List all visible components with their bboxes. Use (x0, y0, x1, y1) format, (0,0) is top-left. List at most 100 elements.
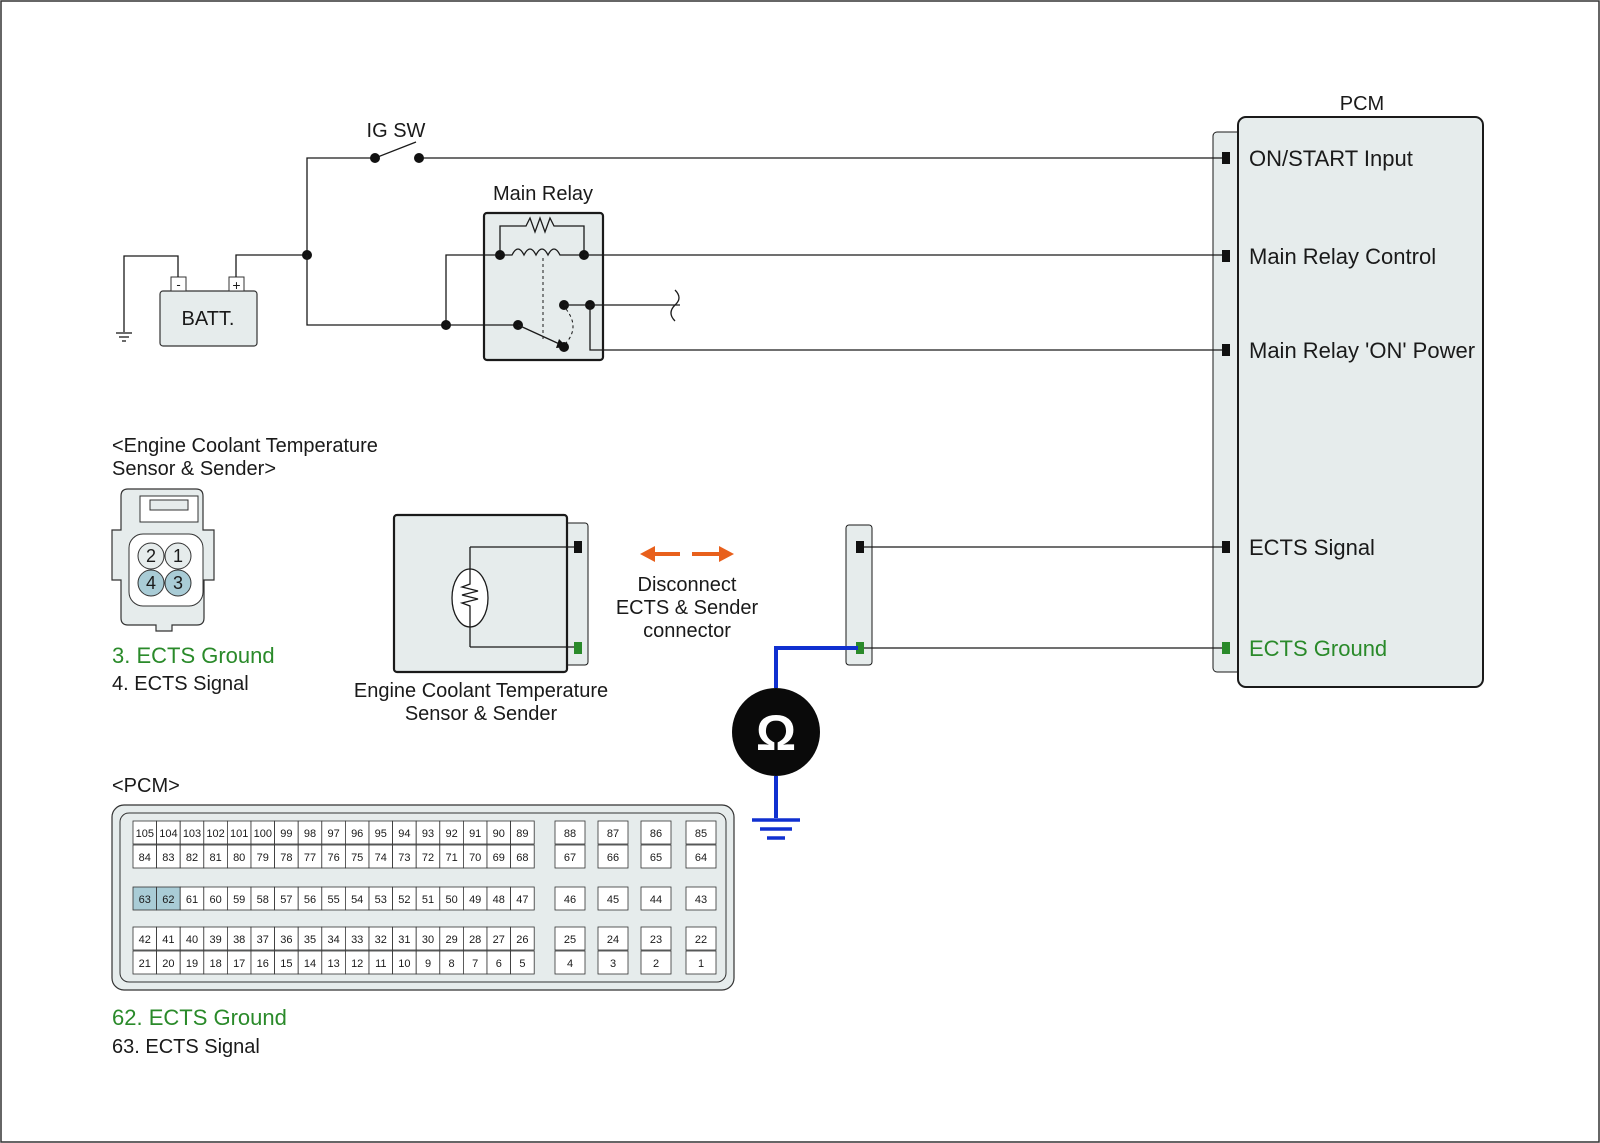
disconnect-text: Disconnect (638, 574, 737, 596)
arrow-left-icon (640, 546, 655, 562)
pcm-pin-number: 16 (257, 958, 269, 970)
ohmmeter-body (732, 688, 820, 776)
pcm-pin-number: 95 (375, 828, 387, 840)
pcm-pin-number: 71 (445, 852, 457, 864)
pcm-pin-cell (554, 886, 586, 911)
ects-legend-ground: 3. ECTS Ground (112, 643, 275, 668)
pcm-pin-number: 11 (375, 958, 386, 970)
pcm-pin-cell (640, 950, 672, 975)
pcm-pin-number: 88 (564, 828, 576, 840)
sensor-label: Engine Coolant Temperature (354, 680, 608, 702)
ohmmeter: Ω (732, 646, 858, 840)
pcm-pin-number: 34 (327, 934, 339, 946)
pcm-pin-number: 19 (186, 958, 198, 970)
pcm-title: PCM (1340, 93, 1384, 115)
pcm-pin-cell (510, 844, 535, 869)
pcm-pin-number: 91 (469, 828, 481, 840)
ects-pin-1-label: 1 (173, 546, 183, 566)
ects-connector-heading: <Engine Coolant Temperature (112, 435, 378, 457)
pcm-pin-number: 63 (139, 894, 151, 906)
pcm-pin-number: 77 (304, 852, 316, 864)
ects-legend-signal: 4. ECTS Signal (112, 673, 249, 695)
pcm-pin-number: 22 (695, 934, 707, 946)
ects-pin-4 (137, 569, 165, 597)
pcm-pin-cell (640, 820, 672, 845)
pcm-connector-strip (1212, 131, 1242, 673)
pcm-pin-number: 92 (445, 828, 457, 840)
pcm-pin-number: 82 (186, 852, 198, 864)
pcm-pin-number: 14 (304, 958, 316, 970)
pcm-legend-ground: 62. ECTS Ground (112, 1005, 287, 1030)
pcm-pin-number: 35 (304, 934, 316, 946)
pcm-pin-number: 58 (257, 894, 269, 906)
arrow-right-icon (719, 546, 734, 562)
pcm-pin-cell (510, 820, 535, 845)
pcm-pin-cell (640, 926, 672, 951)
main-relay-label: Main Relay (493, 183, 593, 205)
pcm-pin-number: 89 (516, 828, 528, 840)
pcm-pin-number: 33 (351, 934, 363, 946)
pcm-pin-cell (554, 820, 586, 845)
pcm-pin-number: 68 (516, 852, 528, 864)
pcm-pin-number: 12 (351, 958, 363, 970)
battery-label: BATT. (182, 308, 235, 330)
pcm-pin-number: 29 (445, 934, 457, 946)
pcm-pin-number: 87 (607, 828, 619, 840)
ects-connector-heading: Sensor & Sender> (112, 458, 276, 480)
ohm-icon: Ω (756, 705, 796, 761)
pcm-pin-cell (685, 844, 717, 869)
ects-pin-2-label: 2 (146, 546, 156, 566)
pcm-pin-number: 56 (304, 894, 316, 906)
ects-connector-view: <Engine Coolant Temperature Sensor & Sen… (111, 435, 378, 695)
pcm-pin-cell (597, 820, 629, 845)
pcm-pin-number: 9 (425, 958, 431, 970)
pcm-pin-cell (685, 886, 717, 911)
pcm-pin-number: 90 (493, 828, 505, 840)
pcm-pin-main-relay-control (1222, 250, 1230, 262)
pcm-pin-number: 97 (327, 828, 339, 840)
pcm-pin-cell (640, 886, 672, 911)
pcm-pin-cell (597, 844, 629, 869)
pcm-pin-number: 5 (519, 958, 525, 970)
pcm-pin-number: 37 (257, 934, 269, 946)
pcm-pin-number: 38 (233, 934, 245, 946)
pcm-pin-number: 101 (230, 828, 248, 840)
pcm-pin-number: 42 (139, 934, 151, 946)
pcm-pin-number: 80 (233, 852, 245, 864)
pcm-pin-cell (597, 950, 629, 975)
ects-pin-2 (137, 542, 165, 570)
pcm-pin-number: 28 (469, 934, 481, 946)
pcm-pin-number: 1 (698, 958, 704, 970)
pcm-pin-cell (510, 886, 535, 911)
pcm-connector-heading: <PCM> (112, 775, 180, 797)
pcm-pin-number: 47 (516, 894, 528, 906)
pcm-pin-number: 53 (375, 894, 387, 906)
pcm-pin-number: 44 (650, 894, 662, 906)
ig-sw-label: IG SW (367, 120, 426, 142)
pcm-pin-number: 85 (695, 828, 707, 840)
ig-switch: IG SW (306, 120, 1222, 255)
pcm-pin-number: 72 (422, 852, 434, 864)
pcm-pin-number: 2 (653, 958, 659, 970)
pcm-pin-cell (640, 844, 672, 869)
pcm-pin-number: 51 (422, 894, 434, 906)
pcm-pin-number: 21 (139, 958, 151, 970)
pcm-pin-number: 30 (422, 934, 434, 946)
pcm-pin-number: 17 (233, 958, 245, 970)
pcm-pin-number: 20 (162, 958, 174, 970)
pcm-pin-number: 15 (280, 958, 292, 970)
pcm-pin-number: 50 (445, 894, 457, 906)
pcm-pin-number: 94 (398, 828, 410, 840)
pcm-pin-number: 79 (257, 852, 269, 864)
battery-body (159, 290, 258, 347)
pcm-pin-cell (554, 844, 586, 869)
pcm-pin-number: 99 (280, 828, 292, 840)
pcm-pin-number: 96 (351, 828, 363, 840)
pcm-pin-number: 66 (607, 852, 619, 864)
pcm-pin-number: 7 (472, 958, 478, 970)
pcm-pin-number: 31 (398, 934, 410, 946)
pcm-pin-number: 102 (206, 828, 224, 840)
pcm-pin-cell (685, 926, 717, 951)
pcm-pin-cell (597, 926, 629, 951)
